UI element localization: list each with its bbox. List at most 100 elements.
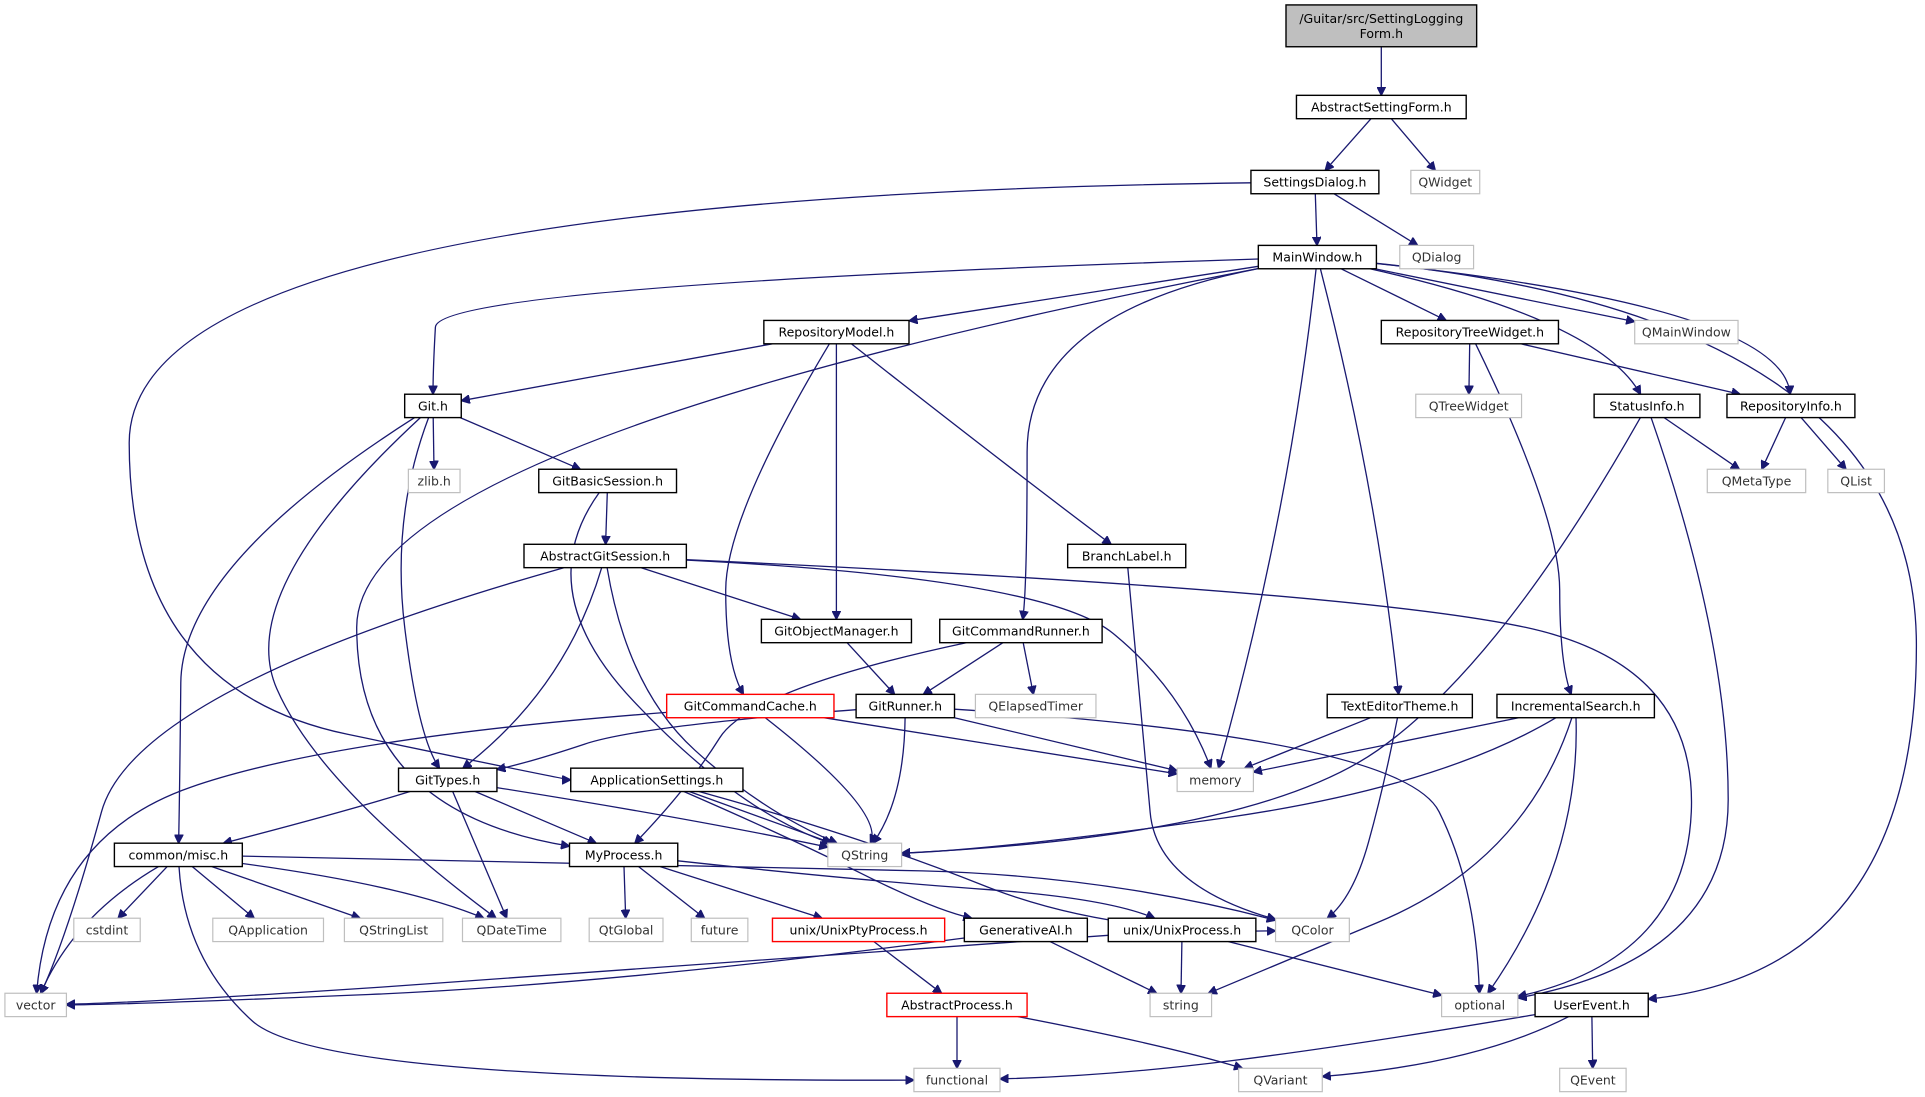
edge-gitcommandcache-h-to-vector — [37, 711, 667, 993]
edge-statusinfo-h-to-optional — [1518, 417, 1729, 998]
node-label: QList — [1840, 473, 1872, 488]
node-box — [763, 319, 910, 345]
node-box — [1634, 319, 1739, 345]
node-incrementalsearch-h[interactable]: IncrementalSearch.h — [1496, 693, 1656, 719]
edge-mainwindow-h-to-repositoryinfo-h — [1376, 262, 1790, 395]
node-label: StatusInfo.h — [1609, 398, 1684, 413]
node-abstractprocess-h[interactable]: AbstractProcess.h — [886, 992, 1028, 1018]
node-label: QEvent — [1570, 1072, 1616, 1087]
node-zlib-h: zlib.h — [407, 468, 461, 494]
node-future: future — [690, 917, 749, 943]
edge-git-h-to-common-misc-h — [179, 417, 415, 844]
node-generativeai-h[interactable]: GenerativeAI.h — [963, 917, 1089, 943]
node-box — [212, 917, 325, 943]
node-settingsdialog-h[interactable]: SettingsDialog.h — [1250, 169, 1380, 195]
edge-settingsdialog-h-to-qdialog — [1333, 193, 1418, 246]
node-gitbasicsession-h[interactable]: GitBasicSession.h — [538, 468, 678, 494]
edge-incrementalsearch-h-to-memory — [1253, 717, 1519, 772]
edge-gitrunner-h-to-optional — [954, 708, 1480, 993]
edge-gitrunner-h-to-gittypes-h — [497, 709, 857, 770]
node-label: QtGlobal — [599, 922, 654, 937]
node-label: GitCommandRunner.h — [952, 624, 1090, 639]
edge-gittypes-h-to-myprocess-h — [474, 790, 596, 844]
edge-gitrunner-h-to-memory — [954, 717, 1177, 771]
edge-git-h-to-zlib-h — [433, 417, 434, 470]
node-branchlabel-h[interactable]: BranchLabel.h — [1066, 543, 1187, 569]
node-label: QElapsedTimer — [988, 699, 1084, 714]
edge-mainwindow-h-to-userevent-h — [1376, 262, 1918, 999]
node-gittypes-h[interactable]: GitTypes.h — [397, 767, 498, 793]
edge-common-misc-h-to-qstringlist — [211, 865, 360, 919]
node-box — [1593, 393, 1701, 419]
edge-myprocess-h-to-future — [638, 866, 705, 919]
node-box — [665, 693, 835, 719]
node-memory: memory — [1176, 767, 1255, 793]
edge-gitobjectmanager-h-to-gitrunner-h — [846, 642, 895, 695]
node-abstractgitsession-h[interactable]: AbstractGitSession.h — [523, 543, 688, 569]
node-box — [855, 693, 956, 719]
node-unix-unixprocess-h[interactable]: unix/UnixProcess.h — [1107, 917, 1257, 943]
node-gitrunner-h[interactable]: GitRunner.h — [855, 693, 956, 719]
node-repositorytreewidget-h[interactable]: RepositoryTreeWidget.h — [1380, 319, 1560, 345]
edge-myprocess-h-to-unix-unixprocess-h — [677, 860, 1155, 918]
edge-settingsdialog-h-to-applicationsettings-h — [128, 182, 1251, 780]
node-box — [1380, 319, 1560, 345]
node-mainwindow-h[interactable]: MainWindow.h — [1257, 244, 1378, 270]
node-box — [1706, 468, 1807, 494]
edge-mainwindow-h-to-memory — [1219, 268, 1317, 768]
node-box — [827, 842, 903, 868]
node-box — [1066, 543, 1187, 569]
node-label: QStringList — [359, 922, 428, 937]
node-label: memory — [1189, 772, 1242, 787]
node-gitcommandcache-h[interactable]: GitCommandCache.h — [665, 693, 835, 719]
node-box — [760, 618, 913, 644]
node-common-misc-h[interactable]: common/misc.h — [113, 842, 244, 868]
node-label: QMetaType — [1722, 473, 1792, 488]
edge-incrementalsearch-h-to-string — [1208, 717, 1573, 994]
node-label: QVariant — [1253, 1072, 1307, 1087]
node-box — [343, 917, 444, 943]
edge-unix-unixprocess-h-to-vector — [66, 934, 1109, 1004]
node-statusinfo-h[interactable]: StatusInfo.h — [1593, 393, 1701, 419]
node-myprocess-h[interactable]: MyProcess.h — [568, 842, 679, 868]
node-qmetatype: QMetaType — [1706, 468, 1807, 494]
node-repositoryinfo-h[interactable]: RepositoryInfo.h — [1726, 393, 1856, 419]
node-box — [1257, 244, 1378, 270]
node-gitobjectmanager-h[interactable]: GitObjectManager.h — [760, 618, 913, 644]
node-box — [963, 917, 1089, 943]
node-abstractsettingform-h[interactable]: AbstractSettingForm.h — [1295, 94, 1467, 120]
node-box — [913, 1067, 1001, 1093]
edge-applicationsettings-h-to-generativeai-h — [683, 790, 972, 919]
node-label: vector — [16, 997, 57, 1012]
node-label: UserEvent.h — [1554, 997, 1630, 1012]
edge-repositorymodel-h-to-gitcommandcache-h — [725, 343, 830, 695]
node-userevent-h[interactable]: UserEvent.h — [1534, 992, 1649, 1018]
node-box — [939, 618, 1103, 644]
node-gitcommandrunner-h[interactable]: GitCommandRunner.h — [939, 618, 1103, 644]
edge-mainwindow-h-to-qmainwindow — [1374, 268, 1635, 322]
node-qlist: QList — [1827, 468, 1886, 494]
node-git-h[interactable]: Git.h — [403, 393, 462, 419]
edge-generativeai-h-to-string — [1049, 941, 1157, 994]
edge-incrementalsearch-h-to-qstring — [902, 717, 1557, 854]
node-functional: functional — [913, 1067, 1001, 1093]
node-box — [1107, 917, 1257, 943]
node-unix-unixptyprocess-h[interactable]: unix/UnixPtyProcess.h — [771, 917, 946, 943]
node-applicationsettings-h[interactable]: ApplicationSettings.h — [570, 767, 744, 793]
edge-repositorymodel-h-to-branchlabel-h — [850, 343, 1111, 545]
edge-abstractgitsession-h-to-gitobjectmanager-h — [640, 567, 800, 620]
edge-abstractsettingform-h-to-settingsdialog-h — [1325, 118, 1372, 171]
edge-gitcommandrunner-h-to-myprocess-h — [635, 642, 967, 844]
node-qevent: QEvent — [1559, 1067, 1627, 1093]
edge-git-h-to-gitbasicsession-h — [459, 417, 580, 470]
node-repositorymodel-h[interactable]: RepositoryModel.h — [763, 319, 910, 345]
node-box — [570, 767, 744, 793]
edge-mainwindow-h-to-repositorytreewidget-h — [1340, 268, 1446, 321]
node-box — [1534, 992, 1649, 1018]
node-label: GitTypes.h — [415, 772, 480, 787]
node-box — [1496, 693, 1656, 719]
node-texteditortheme-h[interactable]: TextEditorTheme.h — [1326, 693, 1474, 719]
node-cstdint: cstdint — [73, 917, 141, 943]
